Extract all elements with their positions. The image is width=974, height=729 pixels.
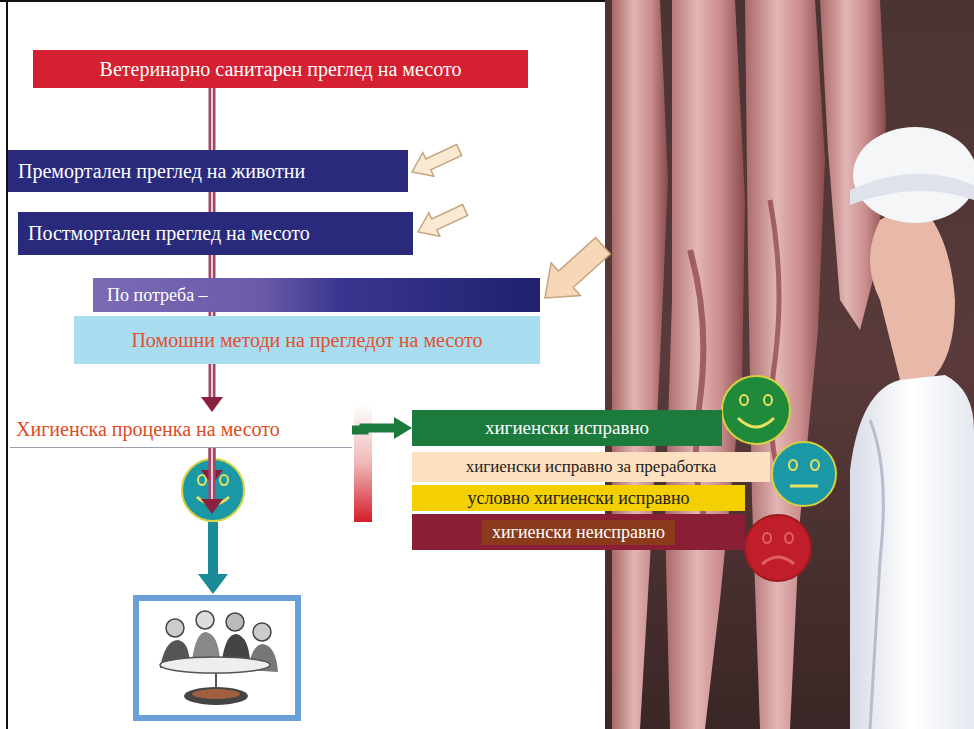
node-text: Премортален преглед на животни [18,160,305,183]
connector [212,255,213,278]
callout-arrow [407,138,465,184]
outcome-box: хигиенски исправно за преработка [412,452,770,482]
slaughterhouse-photo [605,0,974,729]
node-text: Помошни методи на прегледот на месото [131,329,482,352]
process-box: Премортален преглед на животни [8,150,408,192]
outcome-box: хигиенски исправно [412,410,722,446]
frame-line [6,0,8,729]
note-box: По потреба – [93,278,540,312]
node-text: условно хигиенски исправно [467,488,689,509]
outcome-box: условно хигиенски исправно [412,485,745,511]
connector [201,448,223,514]
node-text: хигиенски исправно [485,417,649,439]
happy-smiley [722,376,790,444]
node-text: По потреба – [107,285,208,306]
node-text: хигиенски неисправно [482,520,675,545]
connector [352,417,412,439]
connector [212,88,213,150]
connector [212,192,213,212]
neutral-smiley [772,442,836,506]
bracket-bar [354,404,372,522]
dinner-picture [136,598,298,718]
assessment-box: Хигиенска проценка на месото [10,412,352,448]
callout-arrow [530,229,617,314]
down-arrow [198,522,228,594]
title-box: Ветеринарно санитарен преглед на месото [33,50,528,88]
callout-arrow [413,198,471,244]
process-box: Постмортален преглед на месото [18,212,413,255]
node-text: Постмортален преглед на месото [28,222,310,245]
node-text: Ветеринарно санитарен преглед на месото [100,58,462,81]
node-text: Хигиенска проценка на месото [16,418,280,441]
node-text: хигиенски исправно за преработка [466,457,717,477]
connector [201,364,223,412]
outcome-box: хигиенски неисправно [412,514,745,550]
process-box: Помошни методи на прегледот на месото [74,316,540,364]
sad-smiley [745,515,811,581]
